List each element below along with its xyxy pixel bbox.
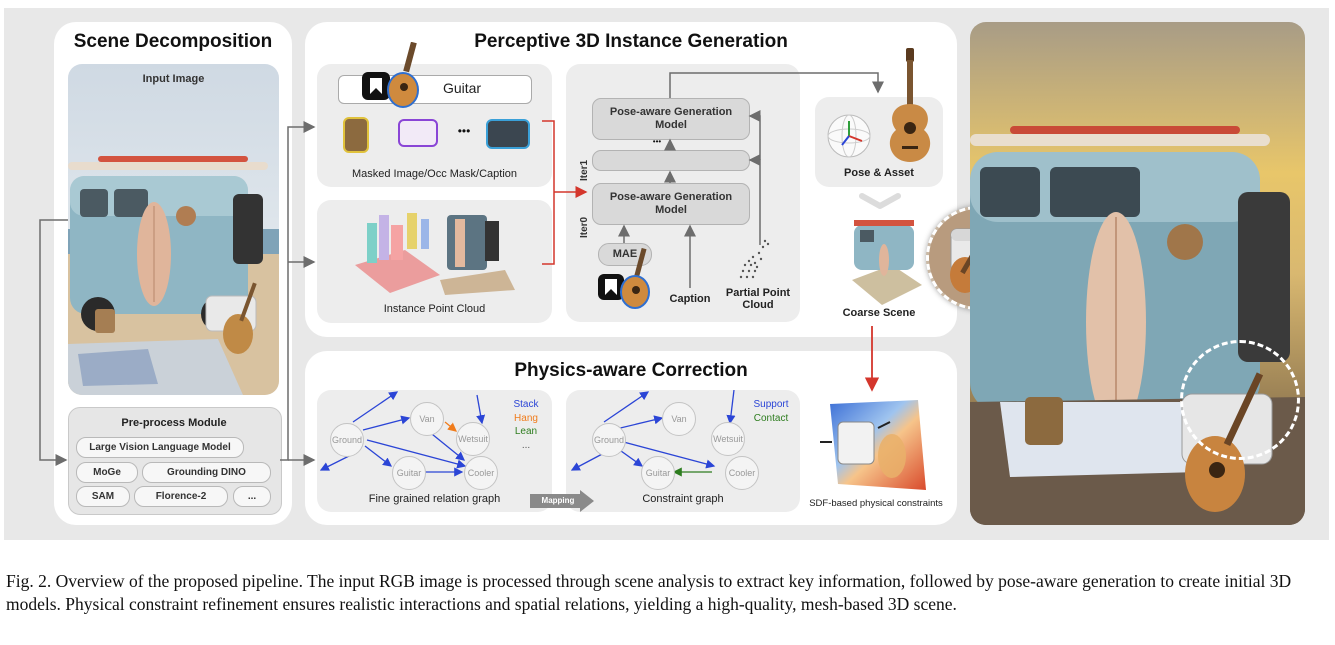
cg-node-cooler: Cooler (725, 456, 759, 490)
constraint-graph-edges (570, 390, 736, 477)
fine-graph-legend: Stack Hang Lean ... (505, 398, 547, 452)
legend-lean: Lean (514, 426, 538, 437)
module-lvlm: Large Vision Language Model (76, 437, 244, 458)
legend-hang: Hang (514, 412, 538, 424)
final-scene-highlight (1180, 340, 1300, 460)
cooler-mask-thumbnail (395, 112, 441, 156)
legend-stack: Stack (513, 399, 539, 410)
cg-node-guitar: Guitar (641, 456, 675, 490)
stool-glyph (343, 117, 369, 153)
intermediate-dots: ••• (652, 137, 662, 146)
pose-asset-label: Pose & Asset (844, 167, 914, 179)
scene-decomposition-title: Scene Decomposition (73, 31, 273, 52)
thumbnail-ellipsis: ••• (457, 124, 471, 138)
instance-generation-title: Perceptive 3D Instance Generation (474, 31, 788, 52)
cg-node-ground: Ground (592, 423, 626, 457)
node-van: Van (410, 402, 444, 436)
partial-point-cloud-label: Partial Point Cloud (725, 287, 791, 311)
point-cloud-label: Instance Point Cloud (383, 303, 486, 315)
figure-caption: Fig. 2. Overview of the proposed pipelin… (6, 571, 1292, 614)
mae-mask-glyph (605, 279, 617, 295)
caption-input-label: Caption (669, 293, 711, 305)
input-image-illustration (68, 64, 279, 395)
guitar-icon (385, 41, 427, 110)
coarse-scene-label: Coarse Scene (842, 307, 916, 319)
module-more: ... (233, 486, 271, 507)
sdf-label: SDF-based physical constraints (809, 498, 943, 509)
node-cooler: Cooler (464, 456, 498, 490)
cg-node-van: Van (662, 402, 696, 436)
guitar-caption: Guitar (442, 80, 482, 96)
module-florence-2: Florence-2 (134, 486, 228, 507)
preprocess-title: Pre-process Module (121, 417, 227, 429)
pose-model-iter0: Pose-aware Generation Model (592, 183, 750, 225)
mae-guitar-icon (618, 247, 658, 310)
legend-more: ... (521, 439, 531, 451)
cg-node-wetsuit: Wetsuit (711, 422, 745, 456)
module-sam: SAM (76, 486, 130, 507)
van-mask-thumbnail (485, 112, 531, 156)
legend-support: Support (753, 399, 789, 410)
coarse-scene-illustration (852, 210, 922, 305)
node-wetsuit: Wetsuit (456, 422, 490, 456)
physics-title: Physics-aware Correction (514, 360, 748, 381)
point-cloud-illustration (355, 205, 515, 297)
van-mask-glyph (486, 119, 530, 149)
mask-icon (362, 72, 390, 100)
module-grounding-dino: Grounding DINO (142, 462, 271, 483)
mae-guitar-glyph (620, 247, 650, 309)
mask-glyph (370, 78, 382, 94)
node-guitar: Guitar (392, 456, 426, 490)
input-image (68, 64, 279, 395)
constraint-graph-legend: Support Contact (745, 398, 797, 425)
mapping-arrow (530, 490, 594, 512)
guitar-glyph (387, 41, 419, 108)
stool-thumbnail (338, 112, 374, 156)
constraint-graph-label: Constraint graph (642, 493, 724, 505)
point-cloud-box (317, 200, 552, 323)
fine-graph-edges (319, 391, 486, 477)
asset-guitar-glyph (889, 48, 931, 162)
pose-sphere-icon (826, 113, 872, 159)
node-ground: Ground (330, 423, 364, 457)
pose-sphere-glyph (827, 114, 871, 158)
module-moge: MoGe (76, 462, 138, 483)
mapping-arrow-shape (530, 490, 594, 512)
asset-guitar (882, 46, 938, 164)
mae-mask-icon (598, 274, 624, 300)
input-image-label: Input Image (142, 73, 205, 85)
sdf-illustration (818, 398, 930, 494)
cooler-mask-glyph (398, 119, 438, 147)
fine-graph-label: Fine grained relation graph (368, 493, 501, 505)
partial-point-cloud-glyph (739, 239, 770, 279)
sdf-glyph (820, 400, 926, 490)
coarse-scene-glyph (852, 220, 922, 305)
masked-image-label: Masked Image/Occ Mask/Caption (351, 168, 518, 180)
partial-point-cloud-icon (735, 235, 785, 285)
legend-contact: Contact (753, 412, 789, 424)
point-cloud-glyph (355, 213, 515, 295)
mapping-label: Mapping (541, 496, 575, 505)
